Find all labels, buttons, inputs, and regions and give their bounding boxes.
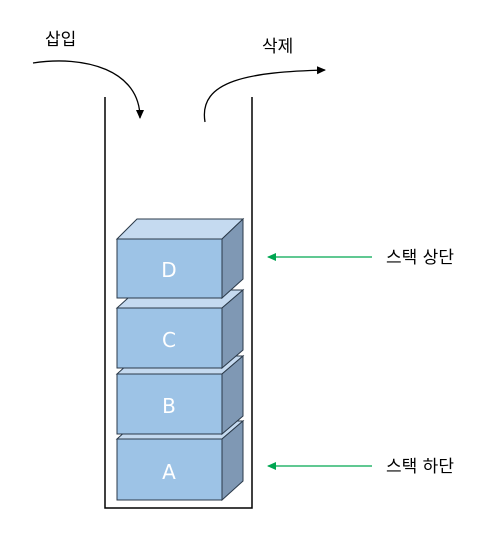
block-label-b: B [162,394,176,418]
block-label-c: C [162,328,176,352]
block-label-d: D [161,258,176,282]
pop-label: 삭제 [262,37,293,57]
pop-arrow [203,66,326,123]
stack-block-c: C [115,288,245,370]
stack-block-d: D [115,217,245,300]
stack-container [104,97,253,509]
push-arrow [32,60,144,119]
block-label-a: A [162,460,176,484]
push-label: 삽입 [45,30,76,50]
bottom-label: 스택 하단 [386,457,454,477]
top-label: 스택 상단 [386,248,454,268]
